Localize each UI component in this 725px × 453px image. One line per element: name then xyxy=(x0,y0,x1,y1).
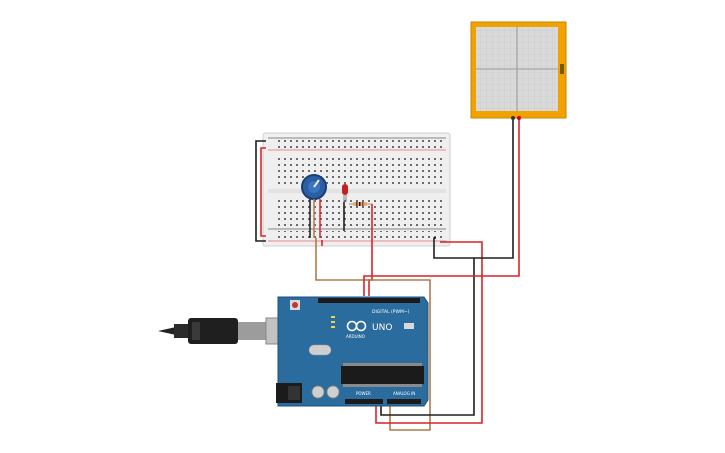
arduino-logo xyxy=(346,320,367,332)
digital-header[interactable] xyxy=(318,298,420,303)
power-label: POWER xyxy=(356,391,371,396)
arduino-board[interactable]: DIGITAL (PWM~) UNO ARDUINO POWER ANALOG … xyxy=(276,296,429,407)
power-header[interactable] xyxy=(345,399,383,404)
icsp-header xyxy=(404,323,414,329)
wire-red-rail-left[interactable] xyxy=(260,147,266,237)
rx-led-icon xyxy=(331,326,335,328)
wire-red-5v[interactable] xyxy=(375,241,483,424)
crystal-icon xyxy=(308,344,332,356)
microcontroller-chip xyxy=(341,366,424,384)
model-label: UNO xyxy=(372,323,392,333)
wire-plotter-pos[interactable] xyxy=(363,120,520,296)
analog-label: ANALOG IN xyxy=(393,391,415,396)
breadboard[interactable] xyxy=(262,132,451,247)
wire-plotter-neg[interactable] xyxy=(474,120,514,259)
wire-brown-analog[interactable] xyxy=(315,238,431,431)
wire-black-rail-left[interactable] xyxy=(255,140,266,242)
oscilloscope-knob-icon xyxy=(560,64,564,74)
wires[interactable] xyxy=(255,120,520,431)
digital-label: DIGITAL (PWM~) xyxy=(372,309,410,315)
tx-led-icon xyxy=(331,321,335,323)
capacitor-icon xyxy=(311,385,325,399)
brand-label: ARDUINO xyxy=(346,334,365,339)
oscilloscope-pin-pos[interactable] xyxy=(517,116,521,120)
led-icon[interactable] xyxy=(342,184,348,202)
status-led-icon xyxy=(331,316,335,318)
resistor-icon[interactable] xyxy=(349,202,372,206)
oscilloscope-pin-neg[interactable] xyxy=(511,116,515,120)
analog-header[interactable] xyxy=(387,399,421,404)
oscilloscope[interactable] xyxy=(470,21,567,120)
potentiometer-icon[interactable] xyxy=(301,174,327,238)
capacitor-icon xyxy=(326,385,340,399)
